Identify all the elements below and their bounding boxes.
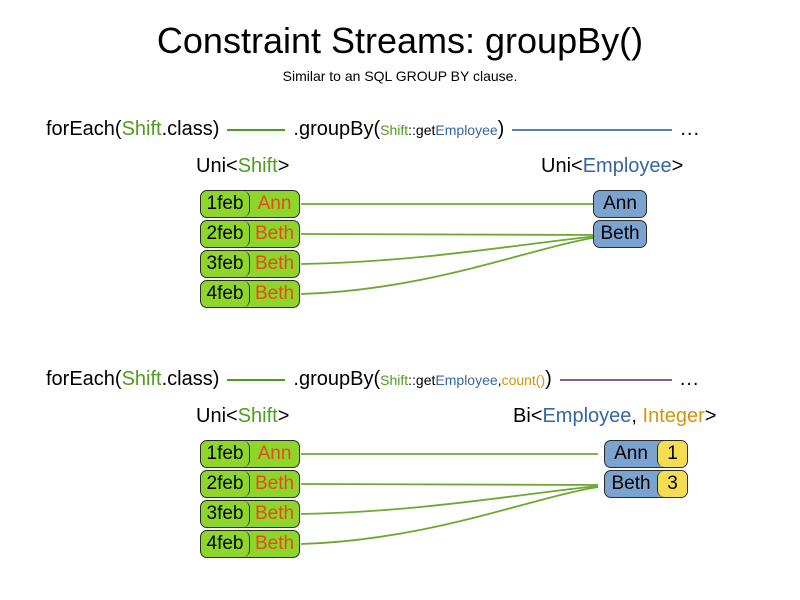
shift-employee-name: Beth bbox=[254, 223, 295, 244]
shift-employee-name: Beth bbox=[254, 503, 295, 524]
foreach-suffix: .class) bbox=[161, 368, 220, 390]
type-generic-employee: Employee bbox=[542, 405, 632, 427]
employee-count-box[interactable]: Beth 3 bbox=[604, 470, 688, 498]
shift-box[interactable]: 1feb Ann bbox=[200, 440, 300, 468]
code-line-groupby-single: forEach(Shift.class) .groupBy(Shift::get… bbox=[46, 118, 700, 141]
mapper-owner-shift: Shift bbox=[380, 371, 409, 388]
mapper-separator: ::get bbox=[408, 371, 436, 388]
wire-groupby-to-rest bbox=[559, 378, 672, 381]
groupby-suffix: ) bbox=[545, 368, 552, 390]
type-label-left-row1: Uni<Shift> bbox=[196, 155, 289, 178]
groupby-suffix: ) bbox=[497, 118, 505, 140]
shift-box[interactable]: 3feb Beth bbox=[200, 500, 300, 528]
shift-date: 1feb bbox=[201, 191, 251, 217]
wire-foreach-to-groupby bbox=[227, 128, 286, 131]
shift-date: 2feb bbox=[201, 221, 251, 247]
type-outer-open: Uni< bbox=[541, 155, 583, 177]
page-title: Constraint Streams: groupBy() bbox=[156, 20, 644, 61]
mapper-owner-shift: Shift bbox=[380, 121, 409, 138]
type-outer-open: Uni< bbox=[196, 405, 238, 427]
shift-employee-name: Ann bbox=[257, 443, 292, 464]
type-outer-close: > bbox=[704, 405, 717, 427]
type-label-right-row1: Uni<Employee> bbox=[541, 155, 683, 178]
employee-name: Ann bbox=[603, 193, 637, 214]
type-outer-close: > bbox=[277, 405, 290, 427]
groupby-prefix: .groupBy( bbox=[293, 368, 381, 390]
code-line-groupby-count: forEach(Shift.class) .groupBy(Shift::get… bbox=[46, 368, 699, 391]
wire-foreach-to-groupby bbox=[227, 378, 286, 381]
type-label-left-row2: Uni<Shift> bbox=[196, 405, 289, 428]
employee-shift-count: 1 bbox=[657, 441, 687, 467]
ellipsis: ... bbox=[680, 118, 701, 140]
shift-employee-name: Beth bbox=[254, 253, 295, 274]
type-outer-close: > bbox=[277, 155, 290, 177]
shift-date: 4feb bbox=[201, 281, 251, 307]
type-outer-open: Bi< bbox=[513, 405, 543, 427]
foreach-prefix: forEach( bbox=[46, 368, 122, 390]
mapper-target-employee: Employee bbox=[435, 371, 498, 388]
collector-count: count() bbox=[501, 371, 546, 388]
shift-box[interactable]: 1feb Ann bbox=[200, 190, 300, 218]
type-generic-integer: Integer bbox=[642, 405, 705, 427]
shift-employee-name: Beth bbox=[254, 533, 295, 554]
type-label-right-row2: Bi<Employee, Integer> bbox=[513, 405, 716, 428]
shift-date: 1feb bbox=[201, 441, 251, 467]
employee-name: Beth bbox=[611, 473, 651, 494]
shift-box[interactable]: 4feb Beth bbox=[200, 530, 300, 558]
groupby-prefix: .groupBy( bbox=[293, 118, 381, 140]
employee-name: Beth bbox=[600, 223, 640, 244]
foreach-type-shift: Shift bbox=[121, 368, 162, 390]
employee-name: Ann bbox=[614, 443, 648, 464]
shift-date: 3feb bbox=[201, 251, 251, 277]
employee-box[interactable]: Beth bbox=[593, 220, 647, 248]
type-generic-shift: Shift bbox=[237, 155, 278, 177]
shift-employee-name: Ann bbox=[257, 193, 292, 214]
shift-box[interactable]: 2feb Beth bbox=[200, 220, 300, 248]
shift-date: 3feb bbox=[201, 501, 251, 527]
shift-employee-name: Beth bbox=[254, 283, 295, 304]
type-generic-employee: Employee bbox=[582, 155, 672, 177]
foreach-suffix: .class) bbox=[161, 118, 220, 140]
type-outer-open: Uni< bbox=[196, 155, 238, 177]
shift-box[interactable]: 3feb Beth bbox=[200, 250, 300, 278]
shift-box[interactable]: 2feb Beth bbox=[200, 470, 300, 498]
mapper-comma: , bbox=[497, 371, 502, 388]
shift-employee-name: Beth bbox=[254, 473, 295, 494]
employee-box[interactable]: Ann bbox=[593, 190, 647, 218]
page-subtitle: Similar to an SQL GROUP BY clause. bbox=[282, 68, 518, 84]
foreach-type-shift: Shift bbox=[121, 118, 162, 140]
type-generic-shift: Shift bbox=[237, 405, 278, 427]
ellipsis: ... bbox=[679, 368, 700, 390]
shift-box[interactable]: 4feb Beth bbox=[200, 280, 300, 308]
employee-shift-count: 3 bbox=[657, 471, 687, 497]
shift-date: 4feb bbox=[201, 531, 251, 557]
wire-groupby-to-rest bbox=[512, 128, 673, 131]
foreach-prefix: forEach( bbox=[46, 118, 122, 140]
shift-date: 2feb bbox=[201, 471, 251, 497]
type-generic-separator: , bbox=[631, 405, 643, 427]
type-outer-close: > bbox=[671, 155, 684, 177]
mapper-target-employee: Employee bbox=[435, 121, 498, 138]
mapper-separator: ::get bbox=[408, 121, 436, 138]
employee-count-box[interactable]: Ann 1 bbox=[604, 440, 688, 468]
